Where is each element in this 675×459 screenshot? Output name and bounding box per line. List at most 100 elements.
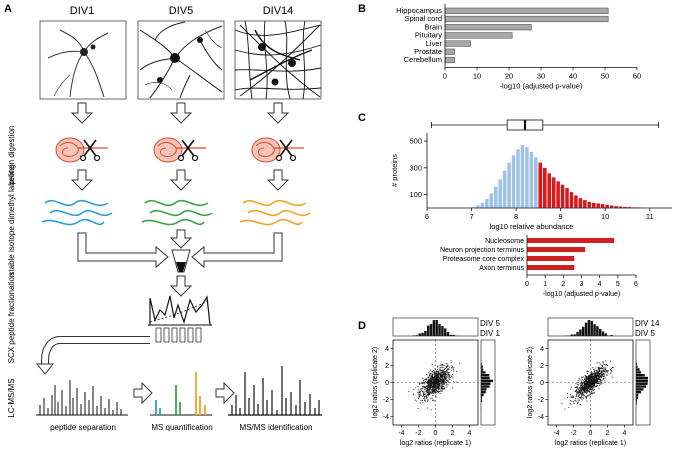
scatter-point <box>426 396 427 397</box>
scatter-point <box>421 390 422 391</box>
scatter-point <box>437 376 438 377</box>
scatter-point <box>596 381 597 382</box>
scatter-point <box>580 398 581 399</box>
scatter-point <box>441 382 442 383</box>
scatter-point <box>434 374 435 375</box>
process-arrow-right-2 <box>216 383 234 403</box>
scatter-point <box>579 388 580 389</box>
scatter-point <box>587 373 588 374</box>
scatter-point <box>611 371 612 372</box>
scatter-point <box>603 363 604 364</box>
scatter-point <box>435 388 436 389</box>
scatter-point <box>424 383 425 384</box>
scatter-point <box>431 384 432 385</box>
hist-bar-12 <box>521 145 525 208</box>
scatter-point <box>441 367 442 368</box>
scatter-ytick-label: 2 <box>385 363 389 370</box>
scatter-point <box>570 389 571 390</box>
scatter-point <box>593 380 594 381</box>
scatter-point <box>430 370 431 371</box>
lc-arrow <box>37 340 150 374</box>
scatter-point <box>444 369 445 370</box>
scatter-point <box>427 394 428 395</box>
scatter-point <box>591 386 592 387</box>
marginal-right-bar <box>481 383 491 385</box>
scatter-point <box>438 381 439 382</box>
ticklabel-c2-5: 5 <box>616 281 620 288</box>
scatter-point <box>435 385 436 386</box>
scatter-point <box>605 372 606 373</box>
scatter-point <box>427 391 428 392</box>
scatter-point <box>456 371 457 372</box>
scatter-point <box>575 398 576 399</box>
scatter-point <box>573 397 574 398</box>
scatter-point <box>427 386 428 387</box>
scatter-point <box>442 389 443 390</box>
scatter-point <box>423 395 424 396</box>
scatter-point <box>582 392 583 393</box>
scatter-point <box>439 368 440 369</box>
scatter-ytick-label: 4 <box>540 346 544 353</box>
scatter-point <box>576 391 577 392</box>
scatter-point <box>423 383 424 384</box>
hist-bar-20 <box>556 181 560 208</box>
scatter-point <box>603 362 604 363</box>
scatter-point <box>437 386 438 387</box>
scatter-point <box>434 389 435 390</box>
ticklabel-c2-1: 1 <box>543 281 547 288</box>
scatter-point <box>431 373 432 374</box>
scatter-point <box>431 398 432 399</box>
scatter-point <box>453 367 454 368</box>
scatter-point <box>442 375 443 376</box>
scatter-point <box>444 380 445 381</box>
marginal-right-bar <box>636 366 638 368</box>
scatter-point <box>570 396 571 397</box>
scatter-point <box>439 377 440 378</box>
scatter-point <box>430 373 431 374</box>
scatter-point <box>423 398 424 399</box>
scatter-point <box>432 400 433 401</box>
marginal-top-bar <box>599 329 601 336</box>
bar-b-0 <box>445 8 608 14</box>
scatter-point <box>604 364 605 365</box>
scatter-point <box>427 407 428 408</box>
scatter-point <box>440 367 441 368</box>
scatter-xtick-label: 0 <box>434 430 438 437</box>
scatter-point <box>446 380 447 381</box>
scatter-point <box>422 396 423 397</box>
scatter-point <box>432 391 433 392</box>
marginal-top-bar <box>579 329 581 336</box>
scatter-point <box>425 378 426 379</box>
scatter-ylabel: log2 ratios (replicate 2) <box>372 347 379 418</box>
marginal-top-bar <box>602 332 604 336</box>
marginal-top-bar <box>444 328 446 336</box>
sample-tube-icon <box>172 250 190 272</box>
scatter-point <box>440 393 441 394</box>
scatter-point <box>594 376 595 377</box>
scatter-point <box>571 397 572 398</box>
scatter-point <box>581 391 582 392</box>
scatter-point <box>434 371 435 372</box>
scatter-point <box>442 364 443 365</box>
scatter-xtick-label: 4 <box>468 430 472 437</box>
scatter-point <box>438 371 439 372</box>
scatter-point <box>576 401 577 402</box>
scatter-point <box>595 379 596 380</box>
hist-bar-5 <box>489 193 493 208</box>
scatter-point <box>432 377 433 378</box>
scatter-point <box>418 397 419 398</box>
ticklabel-b-6: 60 <box>633 71 641 80</box>
ticklabel-c2-4: 4 <box>598 281 602 288</box>
ticklabel-c2-6: 6 <box>634 281 638 288</box>
scatter-point <box>599 375 600 376</box>
scatter-point <box>561 403 562 404</box>
scatter-point <box>443 388 444 389</box>
scatter-point <box>576 396 577 397</box>
scatter-point <box>578 382 579 383</box>
scatter-point <box>593 387 594 388</box>
scatter-point <box>428 380 429 381</box>
scatter-ytick-label: -4 <box>538 414 544 421</box>
scatter-point <box>587 390 588 391</box>
